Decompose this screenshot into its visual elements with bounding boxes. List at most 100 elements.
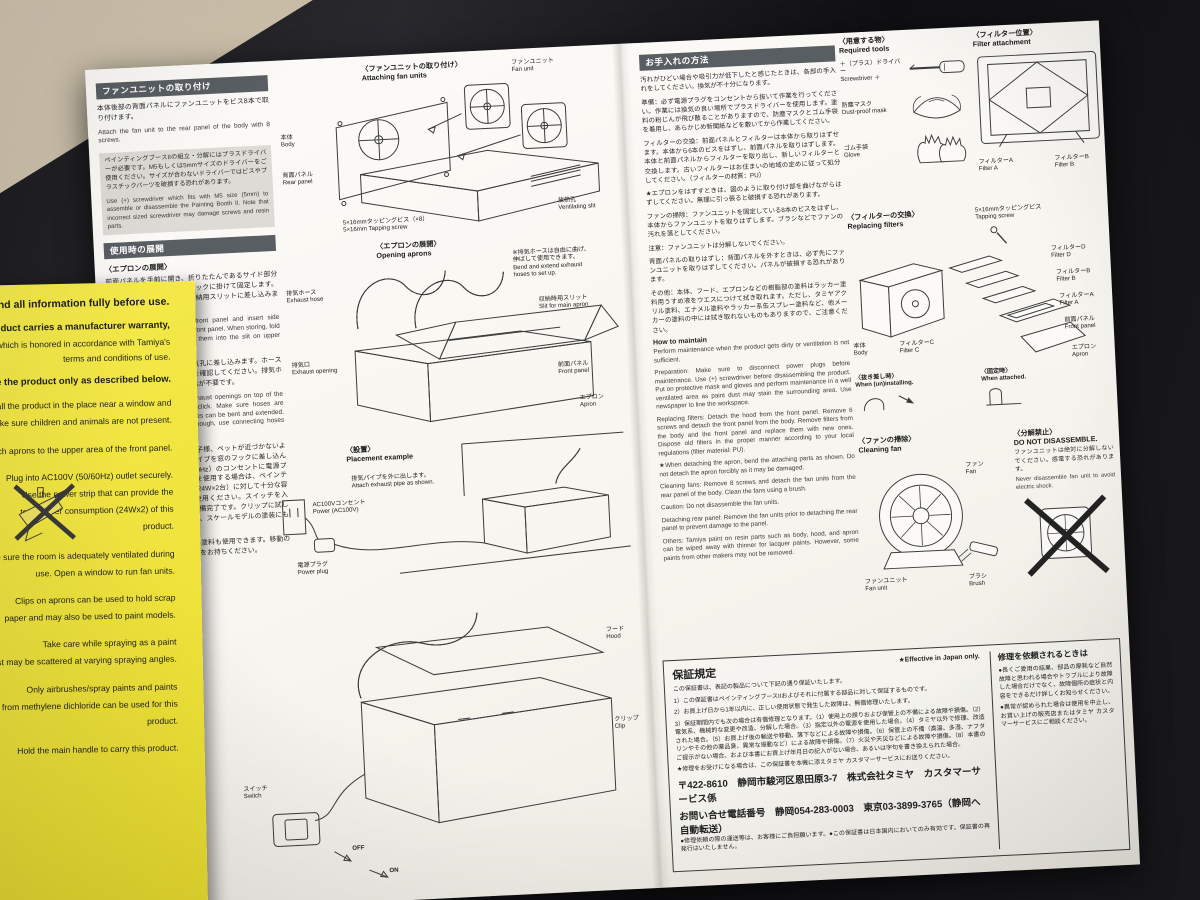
section-header-deploy: 使用時の展開	[103, 234, 277, 260]
repair-item-1: ●長くご愛用の結果、部品の摩耗など自然故障と思われる場合やトラブルにより故障した…	[998, 662, 1114, 700]
label-fan: ファン Fan	[965, 460, 984, 476]
no-disassemble-caption: 〈分解禁止〉 DO NOT DISASSEMBLE.	[1013, 426, 1098, 448]
caution-line: Attach aprons to the upper area of the f…	[0, 442, 173, 457]
maintenance-jp-7: その他：本体、フード、エプロンなどの樹脂部の塗料はラッカー塗料用うすめ液をウエス…	[650, 280, 848, 335]
no-disassemble-jp: ファンユニットは絶対に分解しないでください。感電する恐れがあります。	[1014, 445, 1115, 474]
maintenance-en-7: Others: Tamiya paint on resin parts such…	[662, 528, 860, 562]
maintenance-jp-2: フィルターの交換：前面パネルとフィルターは本体から取りはずせます。本体から6本の…	[643, 130, 841, 185]
label-filter-b2: フィルターB Filter B	[1055, 267, 1091, 284]
label-front-panel2: 前面パネル Front panel	[1064, 314, 1096, 331]
label-power-plug: 電源プラグ Power plug	[297, 560, 329, 577]
label-apron: エプロン Apron	[579, 393, 605, 409]
diagram-attach-fan-units: 〈ファンユニットの取り付け〉 Attaching fan units ファンユニ…	[275, 52, 615, 240]
label-filter-c: フィルターC Filter C	[899, 338, 935, 355]
repair-request-column: 修理を依頼されるときは ●長くご愛用の結果、部品の摩耗など自然故障と思われる場合…	[989, 645, 1122, 850]
label-apron2: エプロン Apron	[1071, 342, 1097, 359]
tool-glove-row: ゴム手袋 Glove	[843, 129, 973, 169]
label-filter-a: フィルターA Filter A	[978, 156, 1014, 173]
caution-line: paper and may also be used to paint mode…	[4, 609, 176, 624]
warning-jp: ペインティングブースIIの組立・分解にはプラスドライバーが必要です。M5もしくは…	[104, 149, 268, 192]
page-right: お手入れの方法 汚れがひどい場合や吸引力が低下したと感じたときは、各部の手入れを…	[630, 21, 1136, 888]
label-ventilating-slit: 放熱孔 Ventilating slit	[557, 196, 596, 212]
tools-caption: 〈用意する物〉 Required tools	[838, 34, 890, 56]
label-screwdriver: ＋（プラス）ドライバー Screwdriver ＋	[839, 58, 901, 83]
placement-illustration	[281, 431, 631, 574]
section-header-attach-fan: ファンユニットの取り付け	[95, 75, 269, 100]
label-slit: 収納時用スリット Slit for main apron	[538, 293, 589, 311]
attach-body-en: Attach the fan unit to the rear panel of…	[97, 120, 271, 145]
warranty-box: 保証規定 ★Effective in Japan only. この保証書は、表記…	[662, 638, 1131, 873]
inset-attached-icon	[986, 387, 1022, 406]
label-filter-a2: フィルターA Filter A	[1059, 291, 1094, 307]
maintenance-column: お手入れの方法 汚れがひどい場合や吸引力が低下したと感じたときは、各部の手入れを…	[638, 45, 860, 567]
label-front-panel: 前面パネル Front panel	[557, 359, 590, 376]
cleaning-fan-block: 〈ファンの掃除〉 Cleaning fan	[858, 429, 1016, 608]
filter-attachment-caption: 〈フィルター位置〉 Filter attachment	[972, 27, 1038, 49]
maintenance-jp-1: 準備：必ず電源プラグをコンセントから抜いて作業を行ってください。作業には換気の良…	[641, 89, 839, 135]
label-exhaust-hose: 排気ホース Exhaust hose	[286, 288, 324, 305]
caution-line: use. Open a window to run fan units.	[35, 565, 176, 579]
maintenance-jp-4: ファンの掃除：ファンユニットを固定している8本のビスをはずし、本体からファンユニ…	[646, 203, 844, 239]
filter-attachment-block: 〈フィルター位置〉 Filter attachment フィルターA Filte…	[972, 25, 1101, 199]
diagram-hood-switch: フード Hood クリップ Clip スイッチ Switch OFF ON	[207, 589, 649, 900]
screwdriver-warning-box: ペインティングブースIIの組立・分解にはプラスドライバーが必要です。M5もしくは…	[99, 145, 275, 236]
tool-screwdriver-row: ＋（プラス）ドライバー Screwdriver ＋	[839, 55, 968, 83]
caution-line: Read and understand all information full…	[0, 295, 170, 314]
caution-line: Hold the main handle to carry this produ…	[17, 742, 179, 757]
replacing-filters-block: 〈フィルターの交換〉 Replacing filters	[847, 200, 1112, 428]
inset-uninstalling: 〈抜き差し時〉 When (un)installing.	[855, 369, 973, 420]
label-fan-unit: ファンユニット Fan unit	[510, 57, 554, 74]
label-filter-d: フィルターD Filter D	[1050, 243, 1086, 260]
caution-line: terms and conditions of use.	[62, 351, 171, 364]
opening-aprons-illustration	[354, 270, 619, 423]
caution-line: make sure children and animals are not p…	[0, 415, 172, 429]
label-switch-off: OFF	[352, 844, 365, 852]
filter-attachment-illustration	[977, 51, 1100, 147]
label-body: 本体 Body	[280, 133, 295, 149]
inset-attached: 〈固定時〉 When attached.	[981, 363, 1099, 414]
maintenance-en-1: Preparation: Make sure to disconnect pow…	[654, 360, 852, 411]
right-diagram-column: 〈用意する物〉 Required tools ＋（プラス）ドライバー Screw…	[838, 25, 1121, 617]
page-left: ファンユニットの取り付け 本体後部の背面パネルにファンユニットをビス8本で取り付…	[85, 44, 658, 900]
cleaning-fan-caption: 〈ファンの掃除〉 Cleaning fan	[857, 433, 916, 455]
diagram3-caption: 〈設置〉 Placement example	[345, 444, 414, 464]
warning-en: Use (+) screwdriver which fits with M5 s…	[106, 190, 270, 230]
inset-uninstalling-icon	[863, 394, 914, 411]
glove-icon	[917, 133, 967, 164]
attach-fan-illustration	[335, 83, 601, 222]
cleaning-fan-illustration	[879, 473, 999, 570]
no-disassemble-illustration	[1024, 494, 1111, 577]
repair-item-2: ●異常が認められた場合は使用を中止し、お買い上げの販売店またはタミヤ カスタマー…	[1000, 699, 1115, 729]
label-exhaust-opening: 排気口 Exhaust opening	[291, 361, 338, 377]
diagram-opening-aprons: 〈エプロンの展開〉 Opening aprons 排気ホース Exhaust h…	[284, 230, 625, 442]
replacing-filters-illustration	[858, 226, 1087, 353]
label-fan-unit2: ファンユニット Fan unit	[864, 576, 908, 593]
label-switch: スイッチ Switch	[243, 784, 268, 801]
dust-mask-icon	[912, 94, 961, 119]
cleaning-nodisassemble-row: 〈ファンの掃除〉 Cleaning fan	[858, 424, 1121, 608]
label-hood: フード Hood	[605, 625, 625, 641]
label-switch-on: ON	[389, 866, 399, 875]
maintenance-jp-6: 背面パネルの取りはずし：背面パネルを外すときは、必ず先にファンユニットを取りはず…	[648, 248, 846, 284]
instruction-manual: ファンユニットの取り付け 本体後部の背面パネルにファンユニットをビス8本で取り付…	[85, 20, 1141, 900]
label-hose-note: ※排気ホースは自由に曲げ、 伸ばして使用できます。 Bend and exten…	[512, 245, 591, 279]
screwdriver-icon	[909, 60, 965, 74]
diagram2-caption: 〈エプロンの展開〉 Opening aprons	[375, 238, 441, 260]
label-glove: ゴム手袋 Glove	[843, 143, 869, 159]
label-ac-outlet: AC100Vコンセント Power (AC100V)	[312, 498, 366, 516]
label-clip: クリップ Clip	[614, 714, 639, 731]
tool-mask-row: 防塵マスク Dust-proof mask	[841, 86, 971, 126]
tools-list: 〈用意する物〉 Required tools ＋（プラス）ドライバー Screw…	[838, 31, 974, 205]
hood-switch-illustration	[272, 612, 617, 878]
caution-leaflet: Read and understand all information full…	[0, 281, 209, 900]
label-replace-screw: 5×16mmタッピングビス Tapping screw	[974, 203, 1042, 221]
repair-request-title: 修理を依頼されるときは	[997, 648, 1088, 663]
label-body2: 本体 Body	[853, 342, 868, 358]
label-dust-mask: 防塵マスク Dust-proof mask	[841, 100, 887, 117]
diagram-placement-example: 〈設置〉 Placement example 排気パイプを外に出します。 Att…	[254, 430, 633, 600]
warranty-terms: 保証規定 ★Effective in Japan only. この保証書は、表記…	[672, 652, 991, 865]
label-filter-b: フィルターB Filter B	[1054, 153, 1090, 170]
caution-line: mist may be scattered at varying sprayin…	[0, 654, 177, 668]
airbrush-prohibited-icon	[13, 483, 77, 542]
